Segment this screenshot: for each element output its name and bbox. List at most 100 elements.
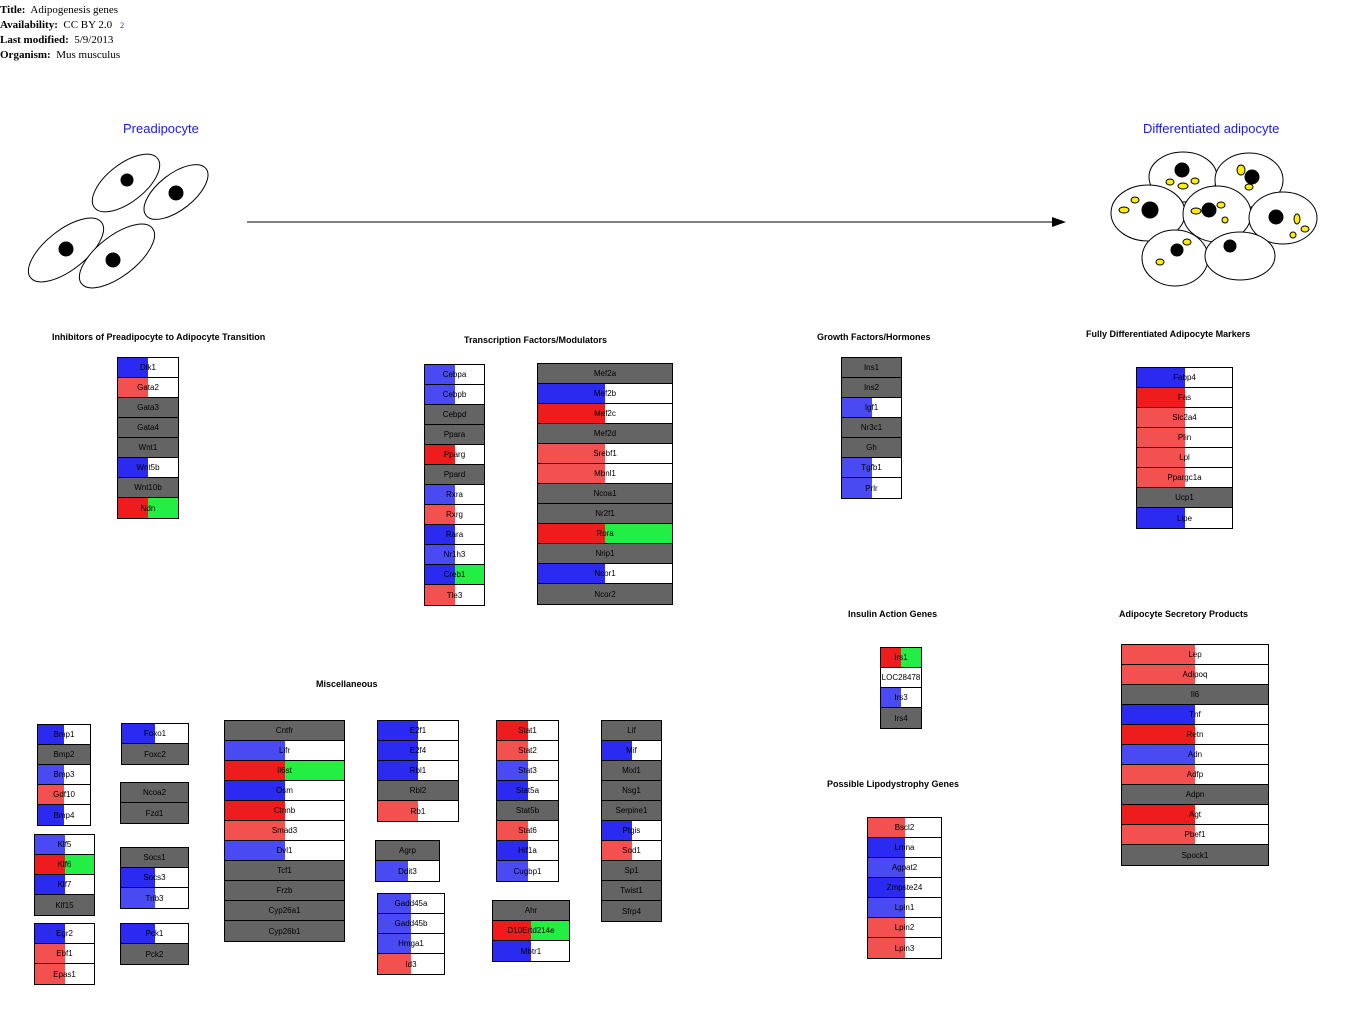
gene-plin[interactable]: Plin [1137,428,1232,448]
gene-lipe[interactable]: Lipe [1137,508,1232,528]
gene-bmp4[interactable]: Bmp4 [38,805,90,825]
gene-ucp1[interactable]: Ucp1 [1137,488,1232,508]
gene-fabp4[interactable]: Fabp4 [1137,368,1232,388]
gene-adipoq[interactable]: Adipoq [1122,665,1268,685]
gene-e2f1[interactable]: E2f1 [378,721,458,741]
gene-rxrg[interactable]: Rxrg [425,505,484,525]
gene-wnt1[interactable]: Wnt1 [118,438,178,458]
gene-stat3[interactable]: Stat3 [497,761,558,781]
gene-loc28478[interactable]: LOC28478 [881,668,921,688]
gene-mef2b[interactable]: Mef2b [538,384,672,404]
gene-mixl1[interactable]: Mixl1 [602,761,661,781]
gene-rara[interactable]: Rara [425,525,484,545]
gene-gdf10[interactable]: Gdf10 [38,785,90,805]
gene-ppargc1a[interactable]: Ppargc1a [1137,468,1232,488]
gene-nr3c1[interactable]: Nr3c1 [842,418,901,438]
gene-stat5a[interactable]: Stat5a [497,781,558,801]
availability-ref-link[interactable]: 2 [120,21,125,30]
gene-gadd45a[interactable]: Gadd45a [378,894,444,914]
gene-bmp2[interactable]: Bmp2 [38,745,90,765]
gene-ptgis[interactable]: Ptgis [602,821,661,841]
gene-spock1[interactable]: Spock1 [1122,845,1268,865]
gene-igf1[interactable]: Igf1 [842,398,901,418]
gene-ppara[interactable]: Ppara [425,425,484,445]
gene-ppard[interactable]: Ppard [425,465,484,485]
gene-bmp1[interactable]: Bmp1 [38,725,90,745]
gene-frzb[interactable]: Frzb [225,881,344,901]
gene-srebf1[interactable]: Srebf1 [538,444,672,464]
gene-rbl1[interactable]: Rbl1 [378,761,458,781]
gene-lif[interactable]: Lif [602,721,661,741]
gene-klf15[interactable]: Klf15 [35,895,94,915]
gene-dvl1[interactable]: Dvl1 [225,841,344,861]
gene-twist1[interactable]: Twist1 [602,881,661,901]
gene-socs1[interactable]: Socs1 [121,848,188,868]
gene-egr2[interactable]: Egr2 [35,924,94,944]
gene-klf5[interactable]: Klf5 [35,835,94,855]
gene-stat2[interactable]: Stat2 [497,741,558,761]
gene-nrip1[interactable]: Nrip1 [538,544,672,564]
gene-tnf[interactable]: Tnf [1122,705,1268,725]
gene-ndn[interactable]: Ndn [118,498,178,518]
gene-wnt5b[interactable]: Wnt5b [118,458,178,478]
gene-hmga1[interactable]: Hmga1 [378,934,444,954]
gene-slc2a4[interactable]: Slc2a4 [1137,408,1232,428]
gene-lpin3[interactable]: Lpin3 [868,938,941,958]
gene-mbtr1[interactable]: Mbtr1 [493,941,569,961]
gene-ins2[interactable]: Ins2 [842,378,901,398]
gene-ncor2[interactable]: Ncor2 [538,584,672,604]
gene-d10ertd214e[interactable]: D10Ertd214e [493,921,569,941]
gene-pparg[interactable]: Pparg [425,445,484,465]
gene-serpine1[interactable]: Serpine1 [602,801,661,821]
gene-irs3[interactable]: Irs3 [881,688,921,708]
gene-gata4[interactable]: Gata4 [118,418,178,438]
gene-adfp[interactable]: Adfp [1122,765,1268,785]
gene-gadd45b[interactable]: Gadd45b [378,914,444,934]
gene-id3[interactable]: Id3 [378,954,444,974]
gene-rxra[interactable]: Rxra [425,485,484,505]
gene-mef2c[interactable]: Mef2c [538,404,672,424]
gene-klf6[interactable]: Klf6 [35,855,94,875]
gene-agt[interactable]: Agt [1122,805,1268,825]
gene-cyp26b1[interactable]: Cyp26b1 [225,921,344,941]
gene-mbnl1[interactable]: Mbnl1 [538,464,672,484]
gene-klf7[interactable]: Klf7 [35,875,94,895]
gene-creb1[interactable]: Creb1 [425,565,484,585]
gene-foxc2[interactable]: Foxc2 [122,744,188,764]
gene-rora[interactable]: Rora [538,524,672,544]
gene-stat6[interactable]: Stat6 [497,821,558,841]
gene-lpin2[interactable]: Lpin2 [868,918,941,938]
gene-ebf1[interactable]: Ebf1 [35,944,94,964]
gene-nr2f1[interactable]: Nr2f1 [538,504,672,524]
gene-cebpb[interactable]: Cebpb [425,385,484,405]
gene-ctnnb[interactable]: Ctnnb [225,801,344,821]
gene-nr1h3[interactable]: Nr1h3 [425,545,484,565]
gene-nsg1[interactable]: Nsg1 [602,781,661,801]
gene-tgfb1[interactable]: Tgfb1 [842,458,901,478]
gene-il6st[interactable]: Il6st [225,761,344,781]
gene-ncoa1[interactable]: Ncoa1 [538,484,672,504]
gene-sod1[interactable]: Sod1 [602,841,661,861]
gene-pck2[interactable]: Pck2 [121,944,188,964]
gene-lpin1[interactable]: Lpin1 [868,898,941,918]
gene-mif[interactable]: Mif [602,741,661,761]
gene-rb1[interactable]: Rb1 [378,801,458,821]
gene-stat5b[interactable]: Stat5b [497,801,558,821]
gene-cebpa[interactable]: Cebpa [425,365,484,385]
gene-lpl[interactable]: Lpl [1137,448,1232,468]
gene-irs1[interactable]: Irs1 [881,648,921,668]
gene-cntfr[interactable]: Cntfr [225,721,344,741]
gene-gata3[interactable]: Gata3 [118,398,178,418]
gene-hif1a[interactable]: Hif1a [497,841,558,861]
gene-il6[interactable]: Il6 [1122,685,1268,705]
gene-lmna[interactable]: Lmna [868,838,941,858]
gene-cebpd[interactable]: Cebpd [425,405,484,425]
gene-adpn[interactable]: Adpn [1122,785,1268,805]
gene-adn[interactable]: Adn [1122,745,1268,765]
gene-agpat2[interactable]: Agpat2 [868,858,941,878]
gene-zmpste24[interactable]: Zmpste24 [868,878,941,898]
gene-mef2a[interactable]: Mef2a [538,364,672,384]
gene-gh[interactable]: Gh [842,438,901,458]
gene-sfrp4[interactable]: Sfrp4 [602,901,661,921]
gene-lifr[interactable]: Lifr [225,741,344,761]
